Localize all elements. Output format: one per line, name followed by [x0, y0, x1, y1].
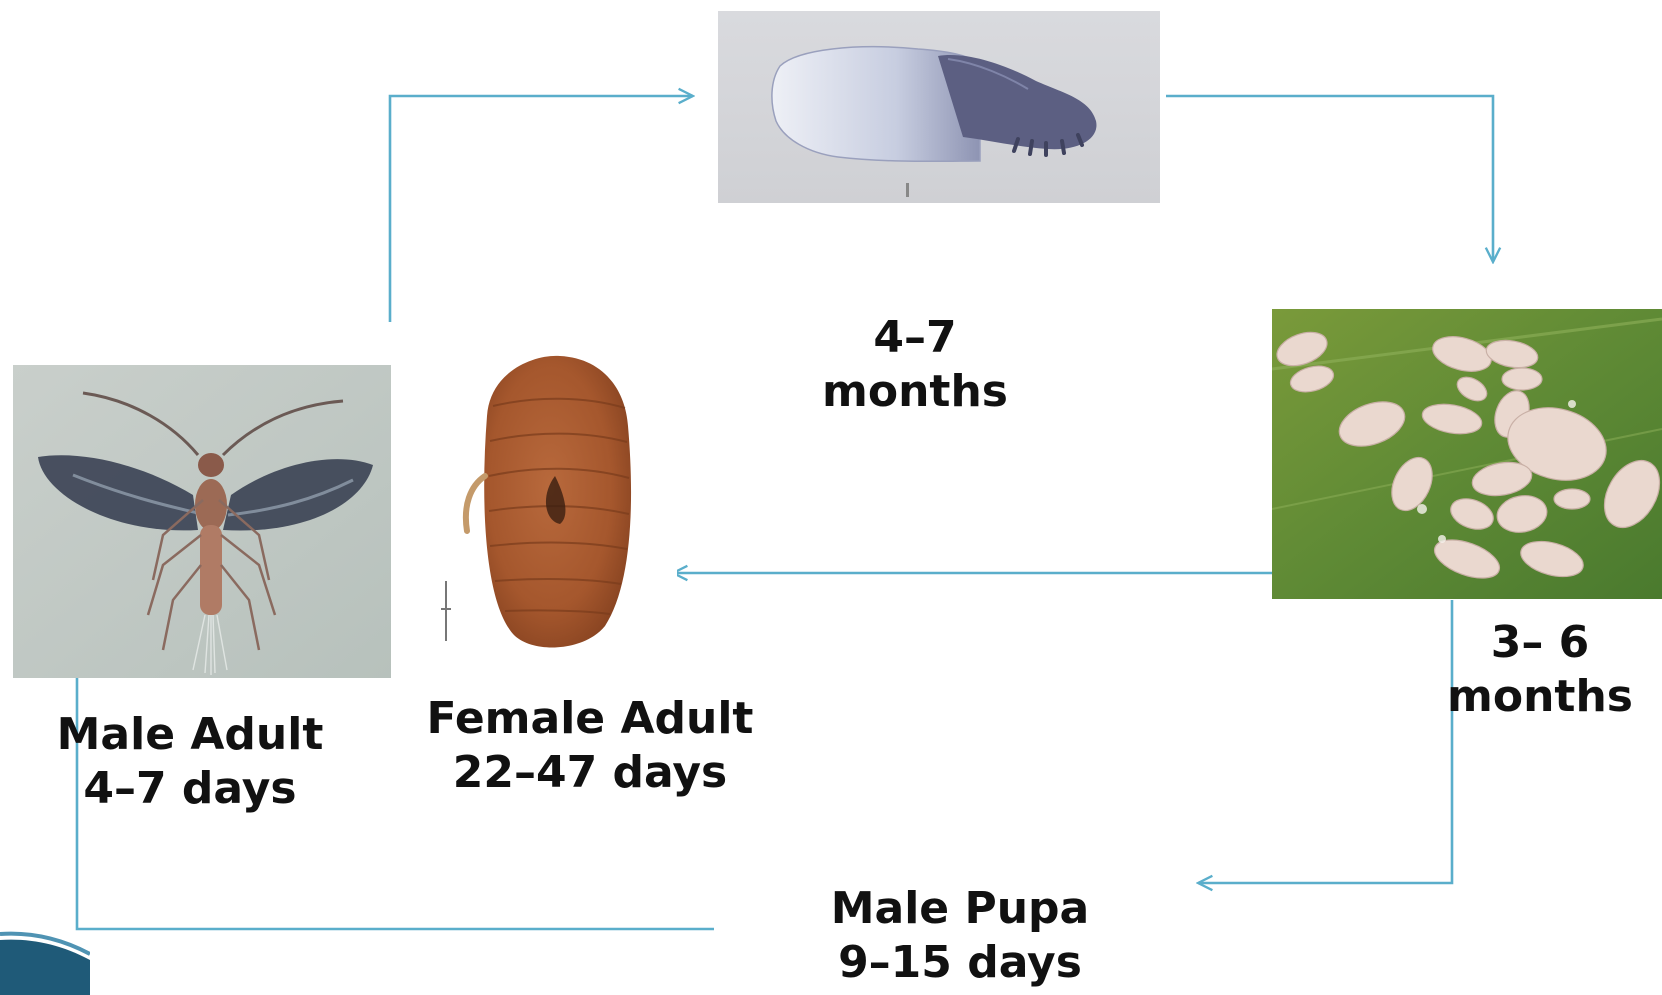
nymph-stage-duration: 3– 6 months [1420, 616, 1660, 724]
corner-swoosh-decoration [0, 930, 90, 995]
egg-duration-unit: months [790, 365, 1040, 419]
arrow-egg-to-nymph [1166, 96, 1493, 262]
nymph-colony-icon [1272, 309, 1662, 599]
male-insect-icon [13, 365, 391, 678]
egg-stage-duration: 4–7 months [790, 311, 1040, 419]
egg-sac-icon [718, 11, 1160, 203]
male-adult-title: Male Adult [40, 708, 340, 762]
male-adult-duration: 4–7 days [40, 762, 340, 816]
nymph-duration-range: 3– 6 [1420, 616, 1660, 670]
egg-duration-range: 4–7 [790, 311, 1040, 365]
male-adult-label: Male Adult 4–7 days [40, 708, 340, 816]
arrow-male-to-egg [390, 96, 693, 322]
female-adult-image [435, 346, 677, 676]
male-pupa-duration: 9–15 days [810, 936, 1110, 990]
arrow-nymph-to-pupa [1198, 600, 1452, 883]
male-pupa-label: Male Pupa 9–15 days [810, 882, 1110, 990]
male-adult-image [13, 365, 391, 678]
nymph-duration-unit: months [1420, 670, 1660, 724]
female-adult-label: Female Adult 22–47 days [425, 692, 755, 800]
nymph-colony-image [1272, 309, 1662, 599]
egg-sac-image [718, 11, 1160, 203]
female-adult-duration: 22–47 days [425, 746, 755, 800]
female-adult-title: Female Adult [425, 692, 755, 746]
female-insect-icon [435, 346, 677, 676]
male-pupa-title: Male Pupa [810, 882, 1110, 936]
